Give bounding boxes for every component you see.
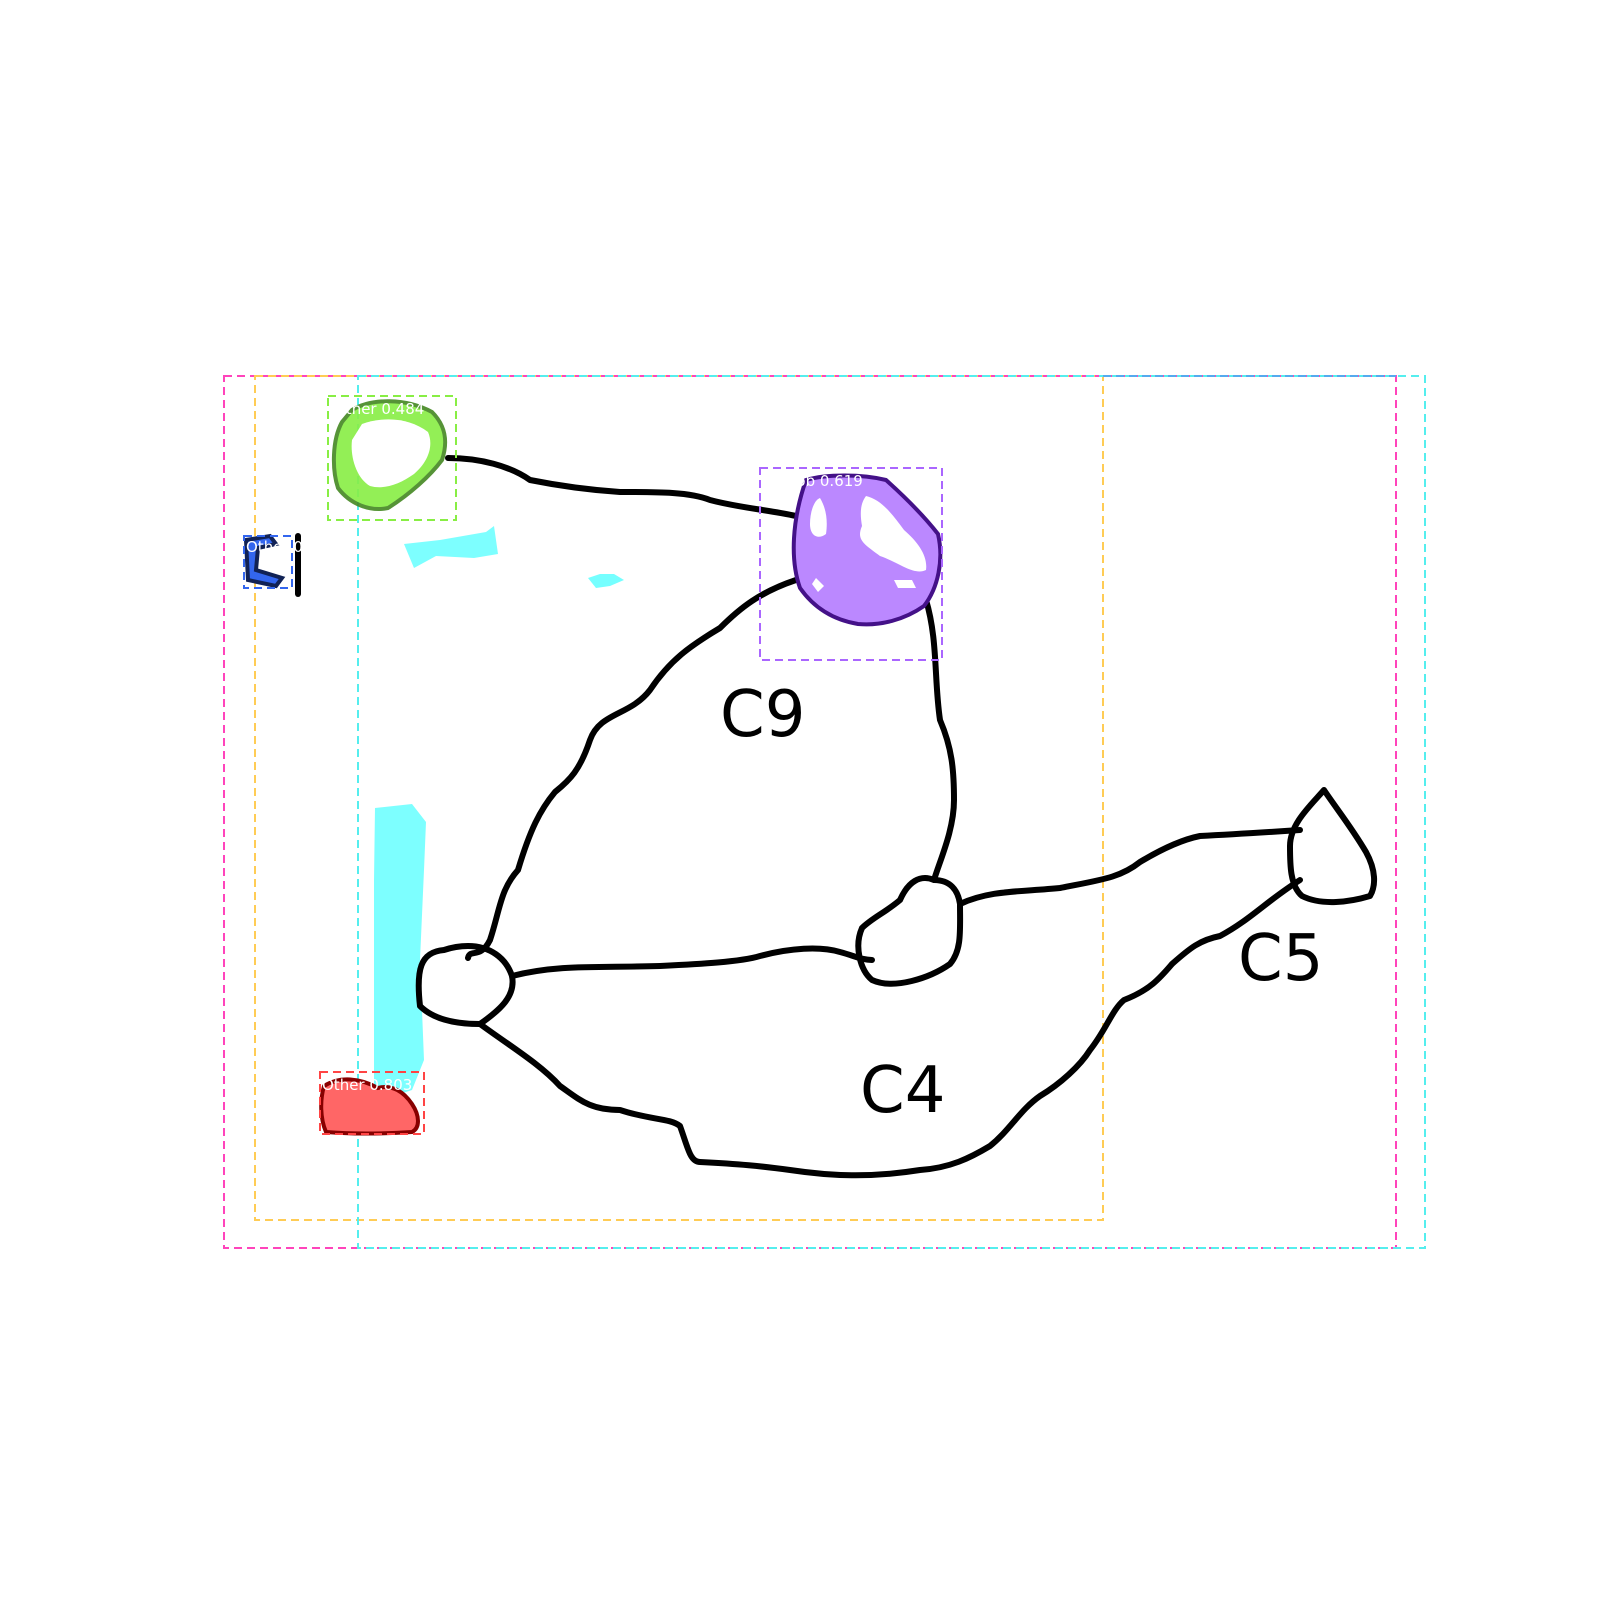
edge-left-to-mid [509, 945, 875, 979]
outer-box-cyan [357, 375, 1426, 1249]
purple-detection-label: Job 0.619 [791, 472, 863, 490]
node-mid [855, 875, 964, 987]
node-right [1287, 787, 1378, 906]
blue-detection-label: Other 0 [246, 538, 303, 556]
purple-detection-hole-c [812, 578, 824, 592]
cyan-mask-strip [374, 804, 426, 1098]
cyan-mask-small-b [588, 574, 624, 588]
green-detection-hole [351, 419, 431, 488]
cyan-mask-small-a [404, 526, 498, 568]
handwritten-label-c4: C4 [860, 1054, 945, 1128]
purple-detection-hole-d [894, 580, 916, 588]
node-left [415, 943, 516, 1027]
edge-green-to-purple [445, 455, 799, 519]
edge-purple-to-mid-node [923, 597, 957, 883]
red-detection-box [319, 1071, 425, 1135]
outer-box-orange [254, 375, 1104, 1221]
red-detection-label: Other 0.803 [322, 1076, 412, 1094]
purple-detection-hole-a [810, 498, 827, 537]
edge-left-to-right-bottom [477, 877, 1303, 1179]
green-detection-label: Other 0.484 [334, 400, 424, 418]
purple-detection-box [759, 467, 943, 661]
edge-mid-to-right [957, 827, 1303, 907]
purple-detection-hole-b [860, 496, 927, 572]
edge-purple-to-left-node [465, 577, 799, 961]
green-detection-box [327, 395, 457, 521]
handwritten-label-c9: C9 [720, 678, 805, 752]
blue-detection-mask [243, 533, 286, 589]
handwritten-label-c5: C5 [1238, 922, 1323, 996]
blue-detection-box [243, 535, 293, 589]
red-detection-mask [319, 1077, 420, 1136]
